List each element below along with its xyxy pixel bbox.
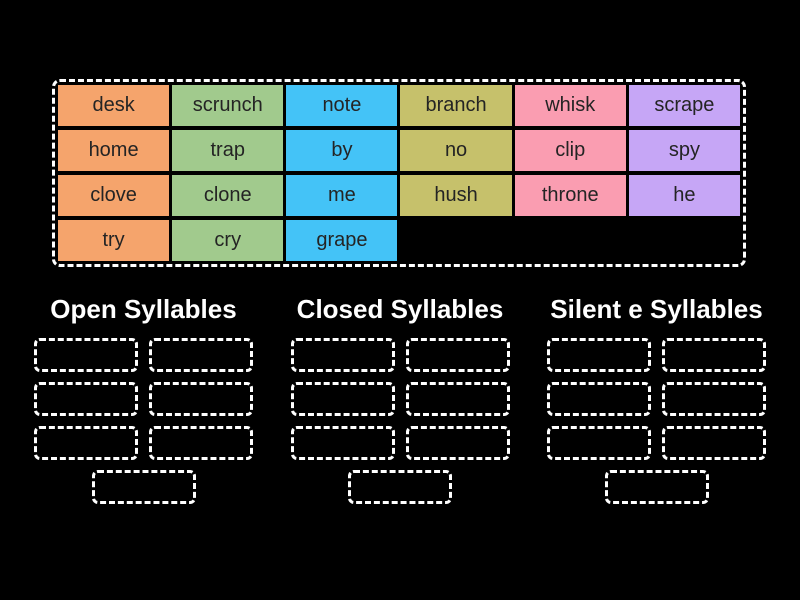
word-tile[interactable]: clove <box>58 175 170 216</box>
category-closed-syllables: Closed Syllables <box>290 294 510 504</box>
word-tile[interactable]: me <box>286 175 398 216</box>
drop-slot[interactable] <box>405 426 510 460</box>
drop-slot[interactable] <box>662 426 766 460</box>
word-tile[interactable]: desk <box>58 85 170 126</box>
word-tile[interactable]: trap <box>172 130 284 171</box>
slot-grid <box>547 338 766 460</box>
drop-slot[interactable] <box>405 382 510 416</box>
word-tile[interactable]: scrunch <box>172 85 284 126</box>
slot-grid <box>290 338 510 460</box>
word-tile[interactable]: cry <box>172 220 284 261</box>
category-title: Closed Syllables <box>296 294 504 324</box>
drop-slot[interactable] <box>290 338 395 372</box>
word-tile[interactable]: clone <box>172 175 284 216</box>
category-silent-e-syllables: Silent e Syllables <box>547 294 766 504</box>
drop-slot[interactable] <box>149 338 253 372</box>
word-tile[interactable]: no <box>400 130 512 171</box>
drop-slot[interactable] <box>662 382 766 416</box>
drop-slot[interactable] <box>547 382 651 416</box>
slot-grid <box>34 338 253 460</box>
word-tile[interactable]: by <box>286 130 398 171</box>
word-tile[interactable]: he <box>628 175 740 216</box>
drop-slot[interactable] <box>348 470 452 504</box>
word-tile[interactable]: clip <box>514 130 626 171</box>
word-bank: desk scrunch note branch whisk scrape ho… <box>52 79 746 267</box>
drop-slot[interactable] <box>547 338 651 372</box>
word-tile[interactable]: grape <box>286 220 398 261</box>
word-tile[interactable]: home <box>58 130 170 171</box>
drop-slot[interactable] <box>34 382 138 416</box>
drop-slot[interactable] <box>34 338 138 372</box>
word-tile[interactable]: spy <box>628 130 740 171</box>
drop-slot[interactable] <box>290 382 395 416</box>
drop-slot[interactable] <box>604 470 709 504</box>
word-tile[interactable]: scrape <box>628 85 740 126</box>
drop-slot[interactable] <box>290 426 395 460</box>
category-title: Silent e Syllables <box>550 294 763 324</box>
drop-slot[interactable] <box>662 338 766 372</box>
drop-slot[interactable] <box>91 470 196 504</box>
drop-slot[interactable] <box>405 338 510 372</box>
drop-slot[interactable] <box>34 426 138 460</box>
word-tile[interactable]: branch <box>400 85 512 126</box>
word-tile[interactable]: hush <box>400 175 512 216</box>
word-tile[interactable]: throne <box>514 175 626 216</box>
word-bank-grid: desk scrunch note branch whisk scrape ho… <box>58 85 740 261</box>
category-groups: Open Syllables Closed Syllables Silent e… <box>0 294 800 504</box>
drop-slot[interactable] <box>149 426 253 460</box>
word-tile[interactable]: try <box>58 220 170 261</box>
word-tile[interactable]: note <box>286 85 398 126</box>
category-open-syllables: Open Syllables <box>34 294 253 504</box>
drop-slot[interactable] <box>149 382 253 416</box>
word-tile[interactable]: whisk <box>514 85 626 126</box>
drop-slot[interactable] <box>547 426 651 460</box>
category-title: Open Syllables <box>50 294 237 324</box>
